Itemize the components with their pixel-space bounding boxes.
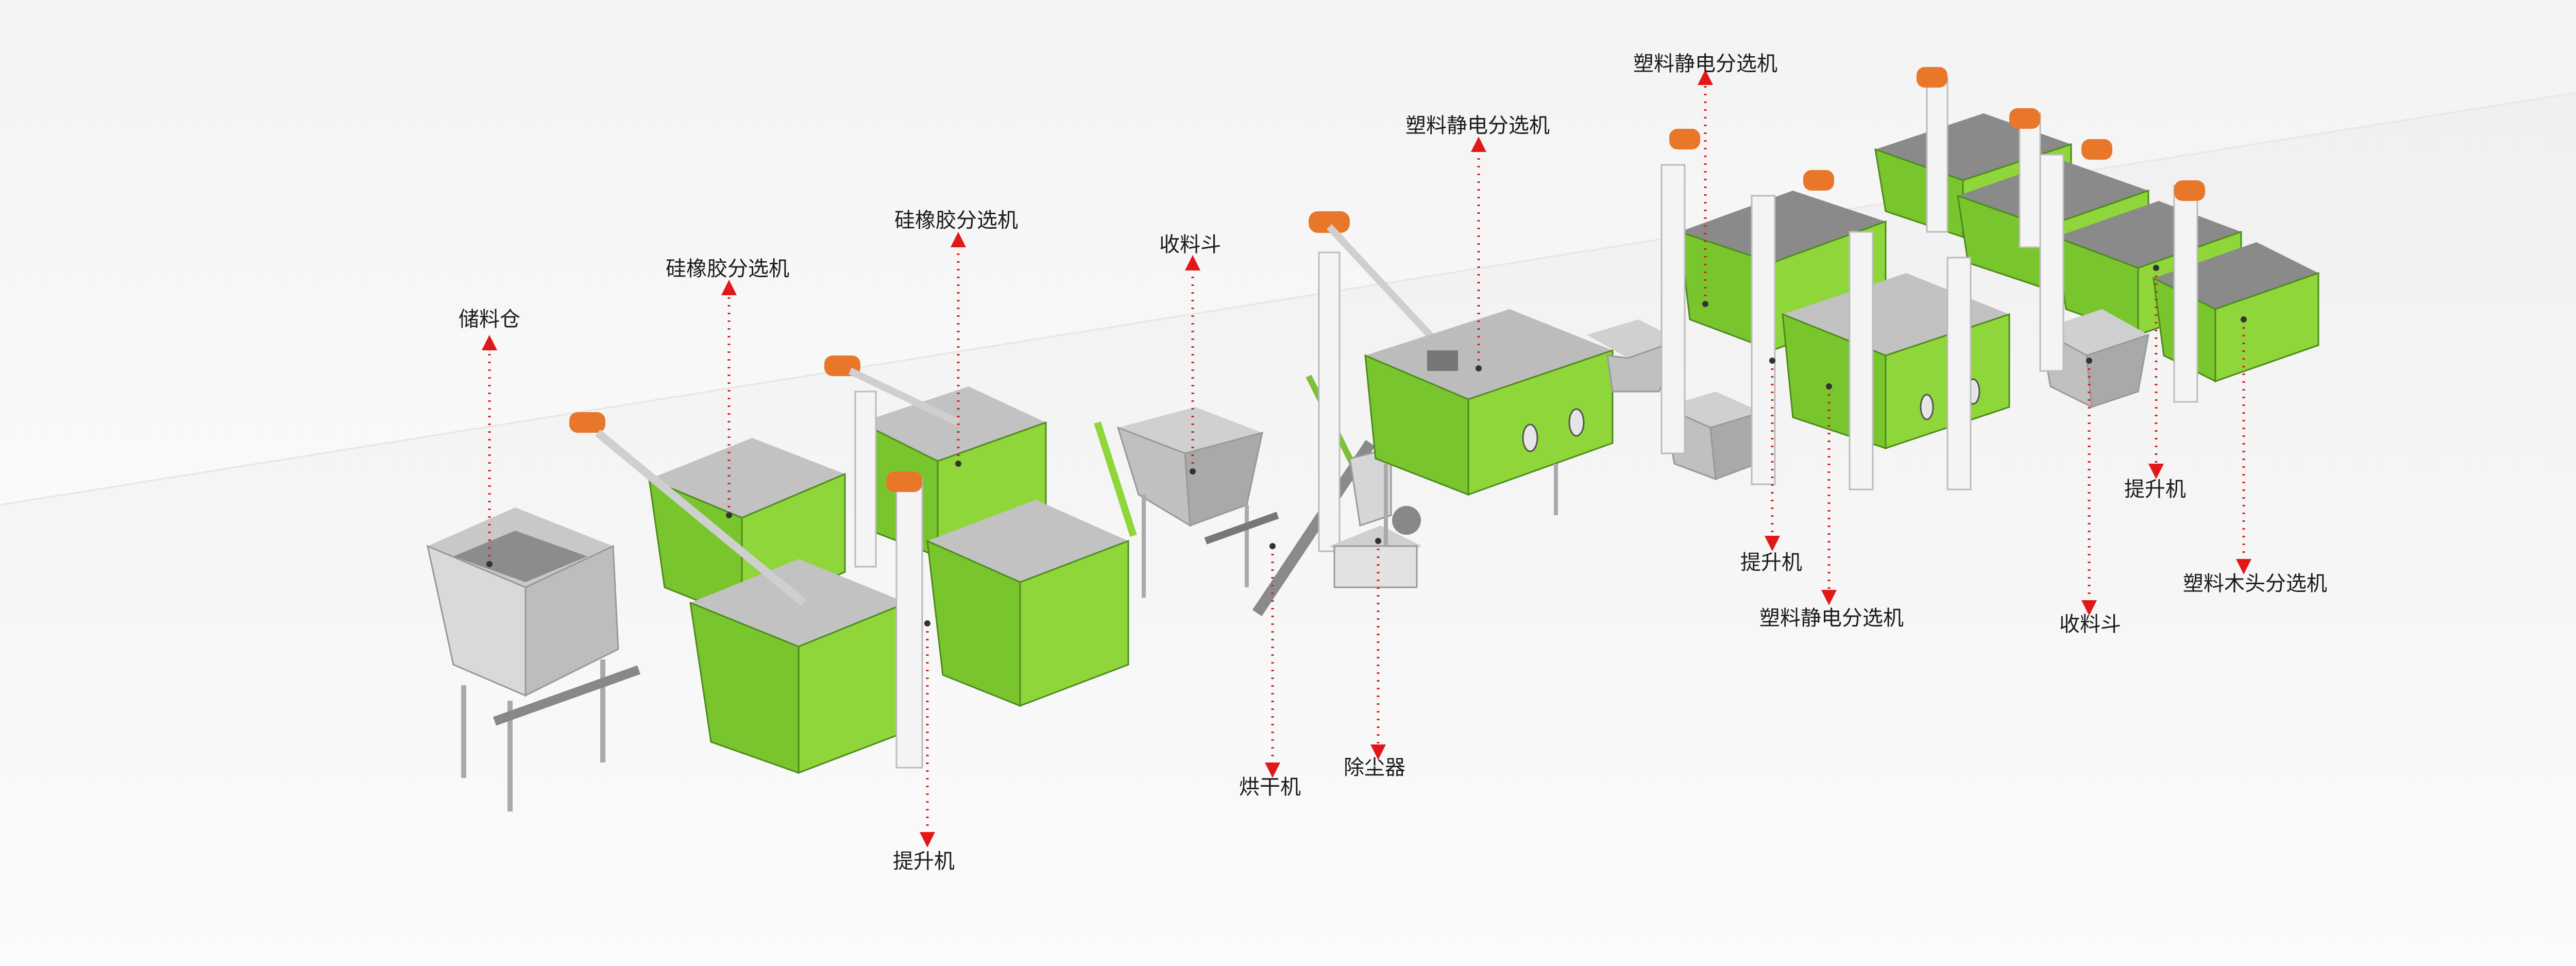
label-plastic-es-sorter-1: 塑料静电分选机 bbox=[1405, 114, 1550, 138]
label-hopper-1: 收料斗 bbox=[1159, 233, 1221, 257]
anchor-dots bbox=[486, 265, 2247, 626]
leader-lines bbox=[482, 70, 2251, 848]
label-dryer: 烘干机 bbox=[1239, 775, 1301, 799]
hopper-1-machine bbox=[1094, 407, 1279, 598]
label-elevator-2: 提升机 bbox=[1740, 551, 1802, 574]
label-storage-bin: 储料仓 bbox=[459, 308, 520, 331]
label-hopper-2: 收料斗 bbox=[2059, 613, 2121, 636]
label-elevator-1: 提升机 bbox=[893, 850, 955, 873]
label-elevator-3: 提升机 bbox=[2124, 478, 2186, 501]
label-dust-collector: 除尘器 bbox=[1344, 756, 1405, 779]
label-silicone-sorter-1: 硅橡胶分选机 bbox=[666, 257, 789, 281]
plastic-es-sorter-1-machine bbox=[1364, 309, 1614, 546]
right-sorter-cluster bbox=[1587, 67, 2319, 490]
label-silicone-sorter-2: 硅橡胶分选机 bbox=[894, 209, 1018, 232]
storage-bin-machine bbox=[426, 507, 641, 811]
label-plastic-es-sorter-2: 塑料静电分选机 bbox=[1633, 52, 1777, 76]
dust-collector-machine bbox=[1329, 506, 1422, 588]
label-plastic-wood-sorter: 塑料木头分选机 bbox=[2183, 572, 2327, 596]
silicone-sorter-machines bbox=[569, 355, 1129, 774]
label-plastic-es-sorter-3: 塑料静电分选机 bbox=[1759, 606, 1904, 630]
